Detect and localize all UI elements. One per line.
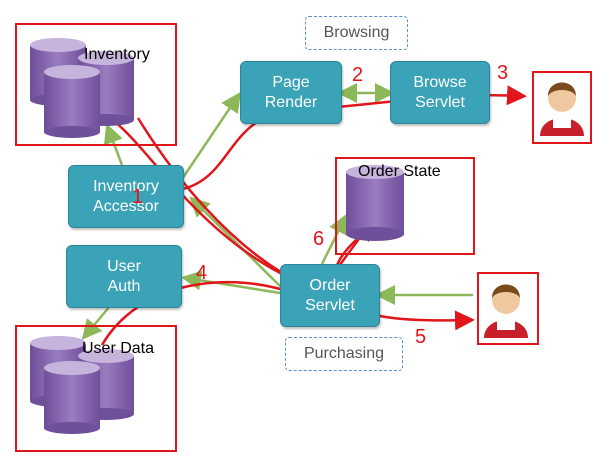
inventory-frame: [15, 23, 177, 146]
inventory-accessor-label-2: Accessor: [93, 197, 159, 215]
user-auth-label-2: Auth: [107, 277, 141, 295]
inventory-accessor-label-1: Inventory: [93, 177, 159, 195]
user-data-db-label: User Data: [82, 340, 155, 357]
link-user-auth-user-data: [81, 305, 111, 340]
page-render-label-2: Render: [264, 93, 318, 111]
link-accessor-inventory: [103, 123, 124, 166]
path-inventory-to-order-2: [136, 117, 306, 287]
link-order-servlet-user-auth: [181, 270, 281, 295]
order-servlet-label-1: Order: [309, 276, 351, 294]
customer-purchasing-frame: [477, 272, 539, 345]
user-auth-component: User Auth: [66, 245, 182, 308]
order-servlet-label-2: Servlet: [305, 296, 355, 314]
inventory-db-icon: [30, 38, 134, 138]
step-5-label: 5: [415, 326, 427, 348]
step-1-label: 1: [132, 186, 144, 208]
page-render-component: Page Render: [240, 61, 342, 124]
browse-servlet-label-2: Servlet: [415, 93, 465, 111]
user-auth-label-1: User: [107, 257, 141, 275]
link-accessor-page-render: [176, 91, 241, 186]
purchasing-group-label: Purchasing: [285, 337, 403, 371]
step-4-label: 4: [196, 262, 208, 284]
customer-browsing-icon: [540, 82, 584, 136]
inventory-accessor-component: Inventory Accessor: [68, 165, 184, 228]
customer-purchasing-icon: [484, 284, 528, 338]
inventory-db-label: Inventory: [84, 46, 150, 63]
page-render-label-1: Page: [272, 73, 310, 91]
browse-servlet-component: Browse Servlet: [390, 61, 490, 124]
step-6-label: 6: [313, 228, 325, 250]
order-servlet-component: Order Servlet: [280, 264, 380, 327]
link-order-servlet-order-state: [320, 213, 348, 265]
link-order-servlet-accessor: [189, 196, 283, 289]
order-state-frame: [335, 157, 475, 255]
step-3-label: 3: [497, 62, 509, 84]
step-2-label: 2: [352, 64, 364, 86]
browsing-group-label: Browsing: [305, 16, 408, 50]
user-data-db-icon: [30, 336, 134, 434]
browse-servlet-label-1: Browse: [413, 73, 467, 91]
order-state-db-icon: [346, 165, 404, 241]
order-state-db-label: Order State: [358, 163, 441, 180]
customer-browsing-frame: [532, 71, 592, 144]
user-data-frame: [15, 325, 177, 452]
